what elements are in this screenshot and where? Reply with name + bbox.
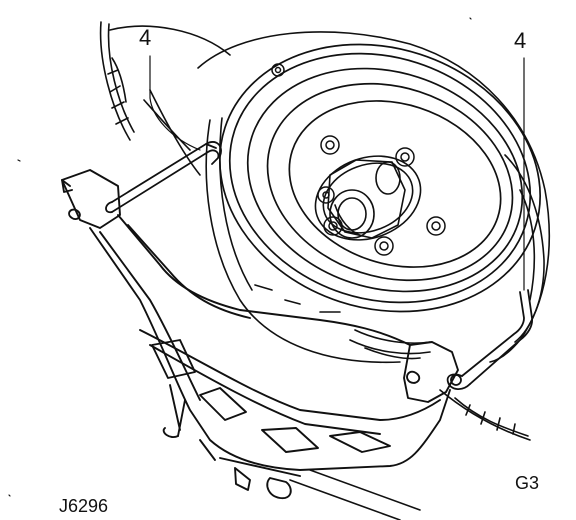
callout-leader-lines [150,56,524,290]
tire-sidewall [198,32,549,440]
lug-nuts [272,64,445,255]
tire-tread [101,22,230,150]
lug-nut [318,187,334,203]
lug-nut [396,148,414,166]
scan-specks [9,18,471,496]
retaining-rod-left [106,142,221,212]
wheel-rim [185,4,575,352]
lug-nut [272,64,284,76]
figure-id: J6296 [59,496,109,516]
lug-nut [321,136,339,154]
retaining-rod-right [448,290,533,389]
leader-line-left [150,56,200,150]
sheet-code: G3 [515,473,540,493]
lug-nut [375,237,393,255]
frame-rail [150,90,420,520]
callout-number-left: 4 [139,25,152,50]
wheel-hub [304,142,433,254]
callout-number-right: 4 [514,28,527,53]
lug-nut [427,217,445,235]
carrier-bracket [62,170,458,498]
lug-nut [324,217,342,235]
